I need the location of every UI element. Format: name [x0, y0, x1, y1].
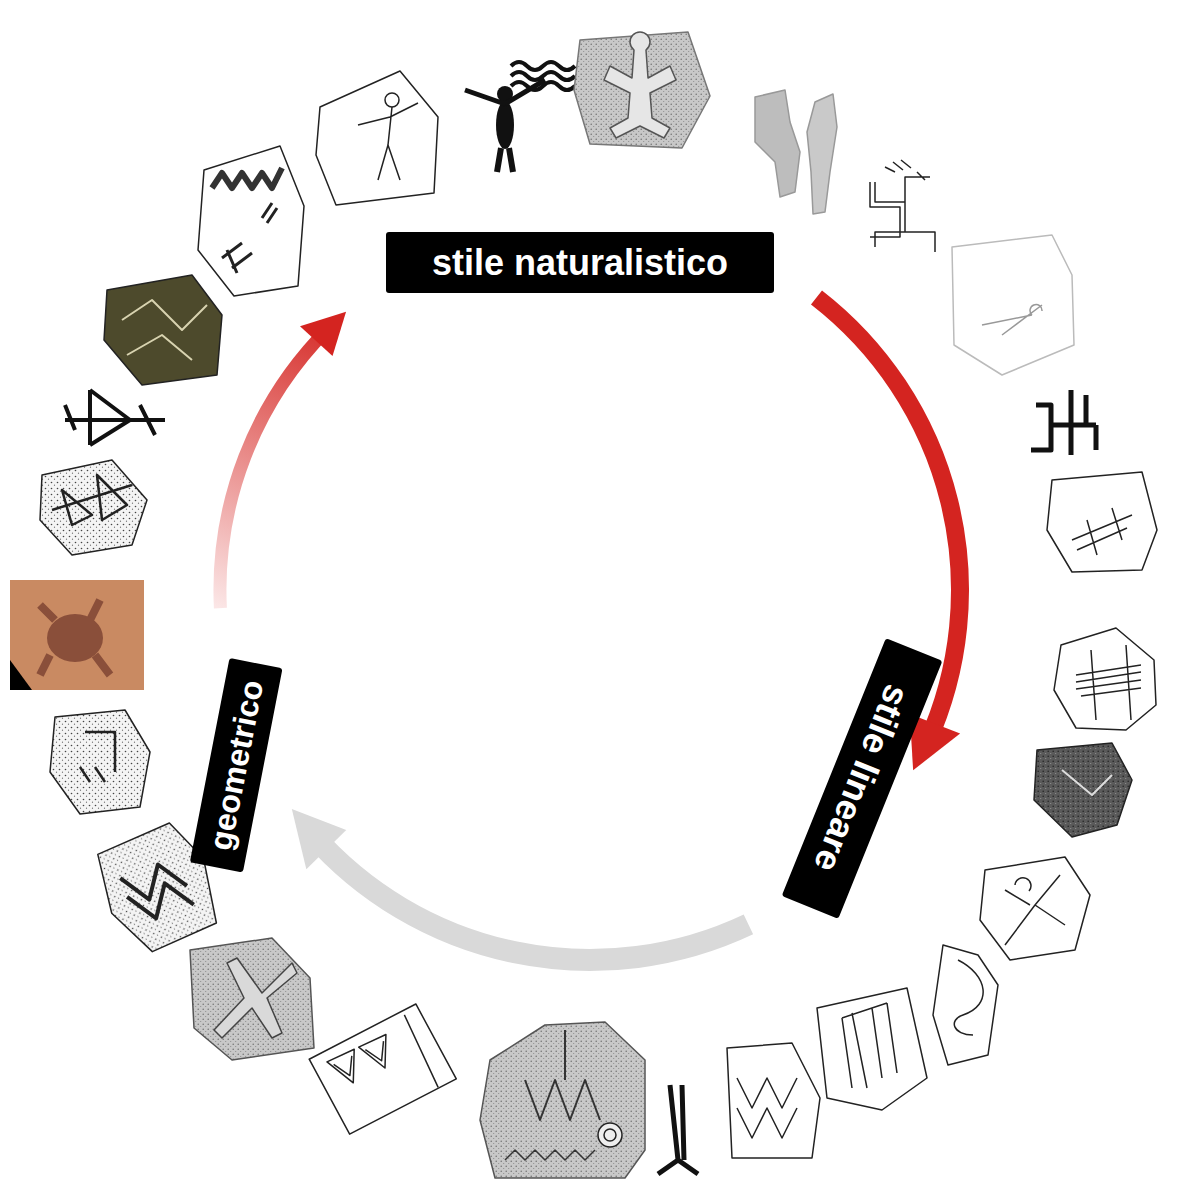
figure-sherd	[316, 71, 438, 205]
linear-sherd	[817, 988, 927, 1110]
figure-sherd-part	[1072, 508, 1132, 555]
striped-sherd	[1054, 628, 1156, 730]
band-label: geometrico	[200, 677, 272, 854]
stippled-sherd	[50, 710, 150, 814]
statuettes-part	[755, 90, 800, 197]
decorated-sherd-part	[480, 1022, 645, 1178]
figure-sherd-part	[358, 103, 418, 180]
striped-sherd-part	[1076, 645, 1141, 720]
decorated-sherd	[198, 146, 304, 296]
linear-figure-part	[875, 160, 935, 252]
faint-sherd-part	[982, 305, 1042, 335]
figure-sherd	[980, 857, 1090, 960]
dark-sherd-part	[1034, 743, 1132, 837]
stippled-sherd-part	[52, 475, 132, 525]
photo-sherd-part	[122, 300, 207, 360]
orant-figure-part	[496, 101, 514, 149]
curved-sherd-part	[933, 945, 998, 1065]
orant-figure-part	[511, 82, 575, 90]
dark-sherd	[1034, 743, 1132, 837]
photo-sherd-part	[104, 275, 222, 385]
curved-sherd	[933, 945, 998, 1065]
decorated-sherd-part	[198, 146, 304, 296]
figure-sherd-part	[385, 93, 399, 107]
painted-photo-part	[47, 614, 103, 662]
zigzag-sherd-part	[727, 1043, 820, 1158]
curved-sherd-part	[954, 960, 983, 1035]
zigzag-sherd-part	[323, 1015, 438, 1126]
faint-sherd-part	[952, 235, 1074, 375]
linear-symbol	[65, 390, 165, 445]
band-label: stile naturalistico	[432, 240, 728, 285]
linear-sherd-part	[817, 988, 927, 1110]
figure-sherd-part	[1005, 875, 1065, 945]
style-band: stile lineare	[782, 638, 943, 919]
arrow-shaft	[312, 834, 749, 960]
linear-sherd-part	[842, 1003, 897, 1088]
zigzag-sherd	[307, 1002, 458, 1136]
statuettes	[755, 90, 837, 214]
figure-sherd-part	[980, 857, 1090, 960]
figure-sherd	[1047, 472, 1157, 572]
stippled-sherd-part	[50, 710, 150, 814]
faint-sherd	[952, 235, 1074, 375]
cycle-arrow	[220, 312, 346, 608]
painted-photo-part	[10, 660, 32, 690]
painted-photo-part	[40, 600, 110, 675]
relief-sherd-part	[214, 958, 297, 1038]
figure-sherd-part	[1047, 472, 1157, 572]
decorated-sherd-part	[505, 1150, 595, 1160]
arrow-sign	[658, 1085, 698, 1174]
striped-sherd-part	[1054, 628, 1156, 730]
style-band: stile naturalistico	[386, 232, 774, 293]
band-label: stile lineare	[804, 678, 920, 879]
linear-figure-part	[1031, 390, 1096, 455]
painted-photo	[10, 580, 144, 690]
stippled-sherd	[40, 460, 147, 555]
cycle-arrow	[292, 809, 749, 960]
stippled-sherd-part	[80, 732, 115, 782]
decorated-sherd-part	[604, 1129, 616, 1141]
relief-sherd-part	[190, 938, 314, 1060]
stippled-sherd-part	[120, 858, 193, 926]
stippled-sherd-part	[40, 460, 147, 555]
dark-sherd-part	[1062, 770, 1112, 795]
relief-sherd	[190, 938, 314, 1060]
zigzag-sherd	[727, 1043, 820, 1158]
relief-stone	[574, 32, 710, 148]
zigzag-sherd-part	[307, 1002, 458, 1136]
style-band: geometrico	[190, 658, 283, 873]
relief-stone-part	[604, 32, 676, 138]
decorated-sherd-part	[212, 168, 282, 188]
photo-sherd	[104, 275, 222, 385]
sherd-illustrations-part	[10, 32, 1157, 1178]
arrow-head	[292, 809, 346, 869]
relief-stone-part	[574, 32, 710, 148]
arrow-shaft	[220, 329, 328, 608]
figure-sherd-part	[316, 71, 438, 205]
arrow-sign-part	[658, 1085, 698, 1174]
orant-figure-part	[511, 62, 575, 70]
decorated-sherd-part	[525, 1030, 600, 1120]
orant-figure-part	[497, 148, 513, 172]
decorated-sherd-part	[598, 1123, 622, 1147]
decorated-sherd	[480, 1022, 645, 1178]
orant-figure	[465, 62, 575, 172]
decorated-sherd-part	[222, 203, 277, 273]
zigzag-sherd-part	[737, 1078, 797, 1138]
linear-figure	[1031, 390, 1096, 455]
statuettes-part	[807, 94, 837, 214]
linear-symbol-part	[65, 390, 165, 445]
arrow-head	[300, 312, 346, 356]
painted-photo-part	[10, 580, 144, 690]
orant-figure-part	[465, 80, 545, 104]
linear-figure-part	[870, 182, 900, 237]
orant-figure-part	[511, 72, 575, 80]
linear-figure	[870, 160, 935, 252]
